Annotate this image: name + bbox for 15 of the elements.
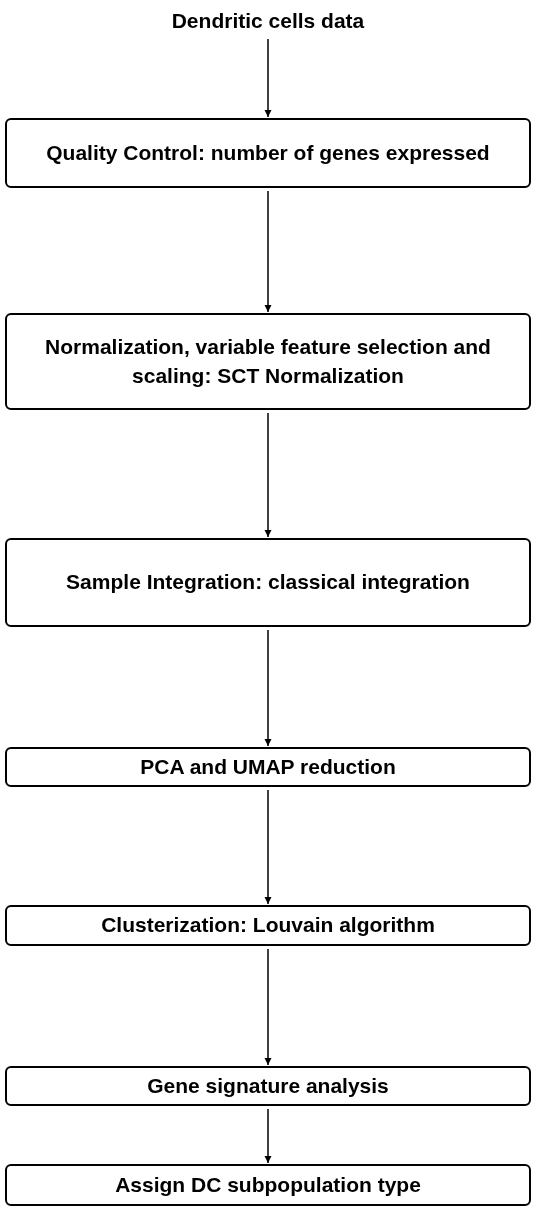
process-box: Gene signature analysis (5, 1066, 531, 1106)
arrow (264, 412, 272, 538)
arrow (264, 629, 272, 747)
title-text: Dendritic cells data (171, 7, 365, 34)
process-box: PCA and UMAP reduction (5, 747, 531, 787)
process-box: Normalization, variable feature selection and scaling: SCT Normalization (5, 313, 531, 410)
process-box: Clusterization: Louvain algorithm (5, 905, 531, 946)
arrow (264, 190, 272, 313)
arrow (264, 38, 272, 118)
process-box: Quality Control: number of genes expressed (5, 118, 531, 188)
arrow (264, 789, 272, 905)
process-box: Sample Integration: classical integration (5, 538, 531, 627)
arrow (264, 948, 272, 1066)
process-box: Assign DC subpopulation type (5, 1164, 531, 1206)
arrow (264, 1108, 272, 1164)
